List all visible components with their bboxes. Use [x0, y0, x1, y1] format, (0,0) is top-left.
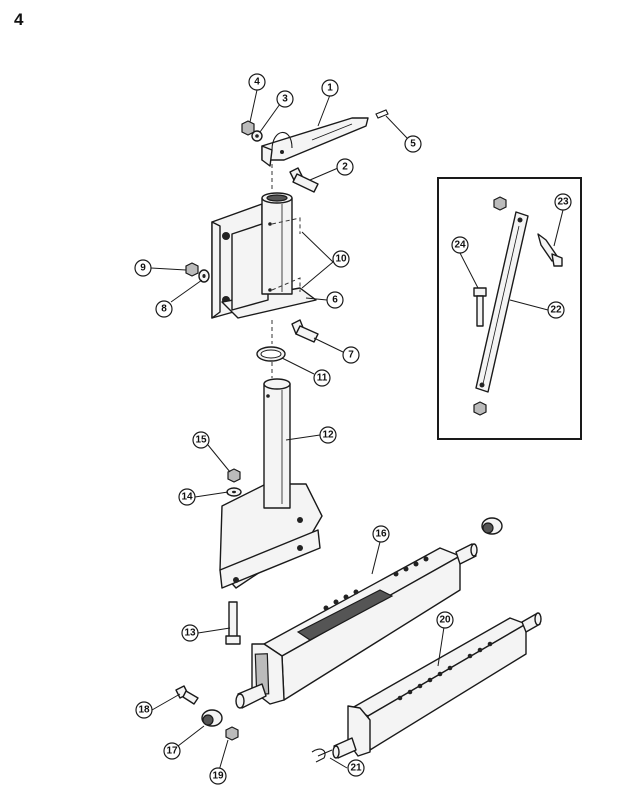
callout-label: 18 [138, 705, 150, 716]
socket-nut [185, 262, 199, 277]
callout-19: 19 [209, 767, 227, 785]
inset-nut-top [493, 196, 507, 211]
callout-label: 4 [254, 77, 260, 88]
brace-bolt [537, 233, 563, 267]
socket-bolt [291, 319, 319, 343]
callout-label: 17 [166, 746, 178, 757]
pin-path-upper [271, 217, 301, 234]
callout-14: 14 [178, 488, 196, 506]
callout-15: 15 [192, 431, 210, 449]
callout-label: 19 [212, 771, 224, 782]
callout-label: 2 [342, 162, 348, 173]
callout-label: 14 [181, 492, 193, 503]
cross-shaft-main [235, 543, 478, 709]
callout-label: 3 [282, 94, 288, 105]
brace-pin [473, 287, 487, 327]
callout-6: 6 [326, 291, 344, 309]
callout-label: 7 [348, 350, 354, 361]
callout-label: 11 [317, 373, 328, 384]
callout-23: 23 [554, 193, 572, 211]
callout-20: 20 [436, 611, 454, 629]
callout-label: 12 [322, 430, 334, 441]
callout-label: 8 [161, 304, 167, 315]
inset-frame [437, 177, 582, 440]
callout-label: 13 [184, 628, 196, 639]
callout-label: 1 [327, 83, 333, 94]
shaft-collar-top [481, 517, 503, 535]
callout-2: 2 [336, 158, 354, 176]
callout-13: 13 [181, 624, 199, 642]
top-nut [241, 120, 255, 136]
callout-label: 15 [195, 435, 207, 446]
callout-label: 6 [332, 295, 338, 306]
mast-socket-bracket [211, 192, 317, 319]
callout-3: 3 [276, 90, 294, 108]
callout-22: 22 [547, 301, 565, 319]
callout-label: 20 [439, 615, 451, 626]
callout-17: 17 [163, 742, 181, 760]
pin-path-lower [271, 277, 301, 292]
top-bolt [289, 167, 319, 193]
mast-post [219, 378, 323, 589]
callout-18: 18 [135, 701, 153, 719]
collar-nut [225, 726, 239, 741]
callout-label: 23 [557, 197, 569, 208]
linch-pin [311, 748, 333, 763]
callout-label: 21 [350, 763, 362, 774]
callout-label: 5 [410, 139, 416, 150]
callout-1: 1 [321, 79, 339, 97]
inset-nut-bottom [473, 401, 487, 416]
callout-10: 10 [332, 250, 350, 268]
page-number: 4 [14, 10, 24, 29]
inset-panel [437, 177, 582, 440]
collar-bolt [175, 685, 199, 705]
callout-label: 24 [454, 240, 466, 251]
callout-21: 21 [347, 759, 365, 777]
callout-24: 24 [451, 236, 469, 254]
shaft-collar-bottom [201, 709, 223, 727]
cotter-pin [375, 109, 389, 119]
callout-label: 9 [140, 263, 146, 274]
callout-4: 4 [248, 73, 266, 91]
callout-label: 22 [550, 305, 562, 316]
top-strap-bracket [261, 117, 369, 167]
mast-nut [227, 468, 241, 483]
callout-label: 10 [335, 254, 347, 265]
callout-11: 11 [313, 369, 331, 387]
brace-bar [475, 211, 529, 393]
callout-9: 9 [134, 259, 152, 277]
callout-12: 12 [319, 426, 337, 444]
callout-label: 16 [375, 529, 387, 540]
callout-5: 5 [404, 135, 422, 153]
cross-shaft-secondary [332, 612, 542, 759]
callout-8: 8 [155, 300, 173, 318]
leader-lines [150, 89, 564, 775]
callout-16: 16 [372, 525, 390, 543]
mast-bolt [225, 601, 241, 645]
callout-7: 7 [342, 346, 360, 364]
